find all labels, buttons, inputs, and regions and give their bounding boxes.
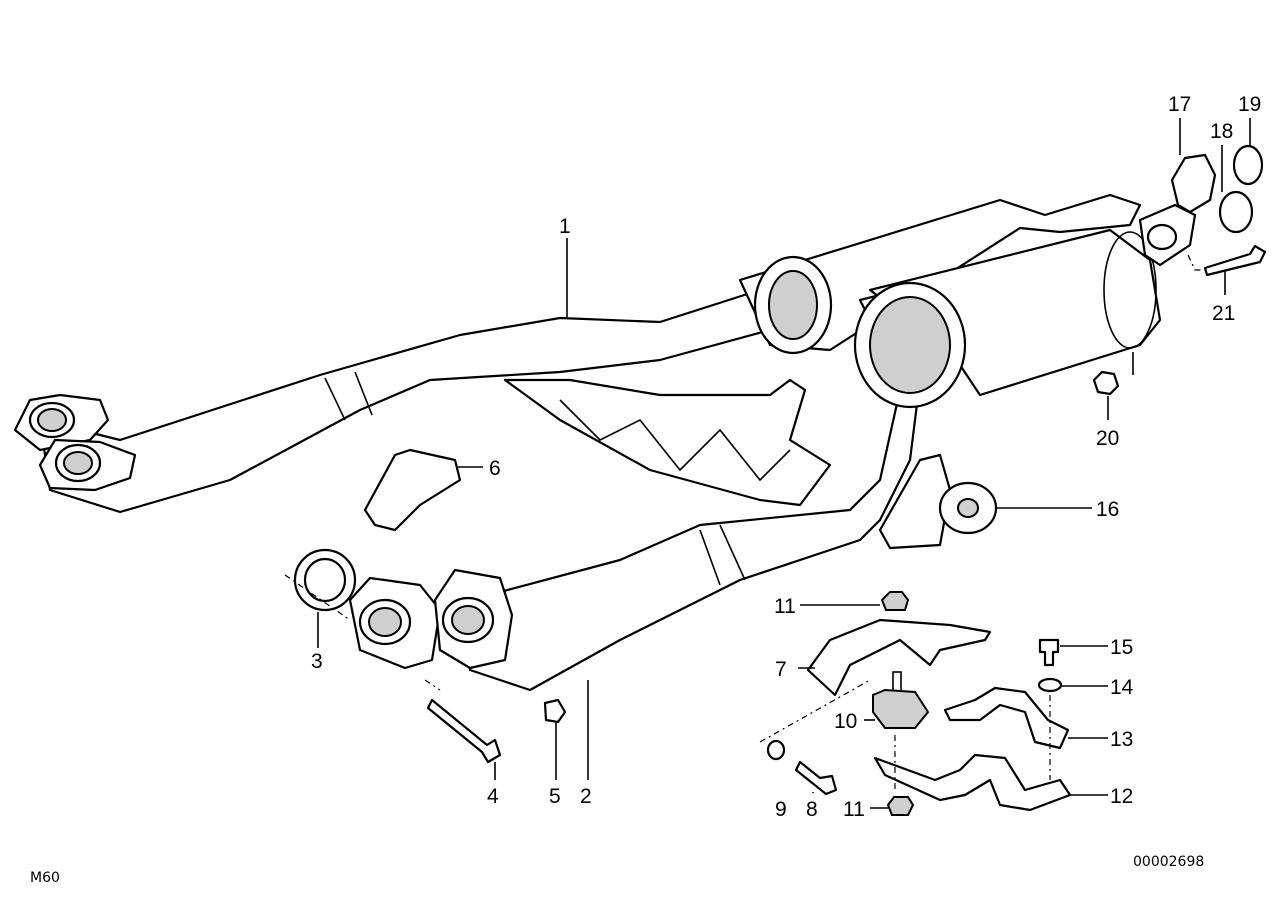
gasket-3[interactable] <box>293 548 357 612</box>
callout-14: 14 <box>1110 676 1134 699</box>
drawing-number: 00002698 <box>1133 854 1204 870</box>
washer-14[interactable] <box>1037 677 1063 693</box>
nut-11-top[interactable] <box>880 591 910 611</box>
crossmember-bracket[interactable] <box>503 378 832 507</box>
bracket-6[interactable] <box>363 448 462 532</box>
flange-17[interactable] <box>1170 153 1217 214</box>
callout-10: 10 <box>834 710 857 733</box>
bolt-8[interactable] <box>794 760 838 796</box>
callout-lines <box>317 118 1251 809</box>
callout-labels: 1 2 3 4 5 6 7 8 9 10 11 11 12 13 14 15 1… <box>311 93 1261 821</box>
bolt-15[interactable] <box>1038 638 1060 667</box>
callout-20: 20 <box>1096 427 1119 450</box>
callout-17: 17 <box>1168 93 1191 116</box>
callout-9: 9 <box>775 798 787 821</box>
callout-12: 12 <box>1110 785 1133 808</box>
model-code: M60 <box>30 870 60 886</box>
bolt-4[interactable] <box>426 698 502 764</box>
bolt-21[interactable] <box>1203 244 1267 277</box>
callout-7: 7 <box>775 658 787 681</box>
rubber-mount-10[interactable] <box>872 671 930 729</box>
callout-21: 21 <box>1212 302 1235 325</box>
callout-19: 19 <box>1238 93 1261 116</box>
callout-15: 15 <box>1110 636 1133 659</box>
callout-13: 13 <box>1110 728 1133 751</box>
clamp-plate-7[interactable] <box>806 618 992 697</box>
center-lines <box>284 254 1205 790</box>
washer-9[interactable] <box>766 739 786 761</box>
nut-5[interactable] <box>543 698 567 724</box>
callout-16: 16 <box>1096 498 1119 521</box>
nut-11-bottom[interactable] <box>886 796 915 816</box>
callout-18: 18 <box>1210 120 1233 143</box>
callout-2: 2 <box>580 785 592 808</box>
front-pipe-2[interactable] <box>348 203 1197 692</box>
callout-1: 1 <box>559 215 571 238</box>
rubber-mount-16[interactable] <box>878 453 998 550</box>
nut-20[interactable] <box>1092 370 1120 396</box>
callout-11-top: 11 <box>774 595 796 618</box>
ring-19[interactable] <box>1232 144 1264 186</box>
ring-18[interactable] <box>1218 190 1254 234</box>
callout-5: 5 <box>549 785 561 808</box>
callout-8: 8 <box>806 798 818 821</box>
callout-6: 6 <box>489 457 501 480</box>
clamp-13[interactable] <box>943 686 1070 750</box>
callout-3: 3 <box>311 650 323 673</box>
callout-11-bottom: 11 <box>843 798 865 821</box>
callout-4: 4 <box>487 785 499 808</box>
